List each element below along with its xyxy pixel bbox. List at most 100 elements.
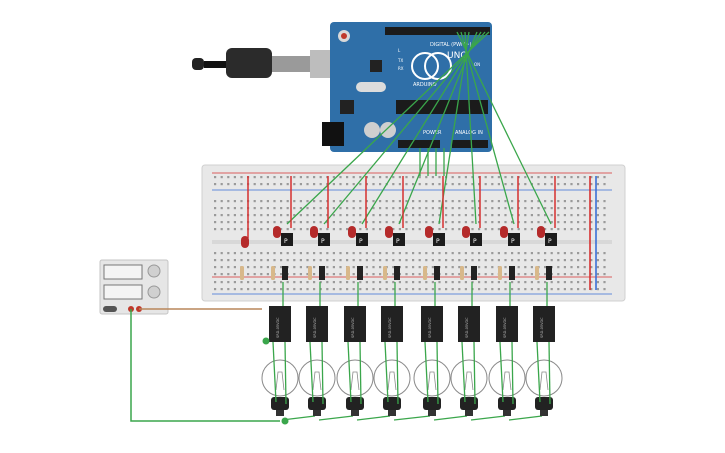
breadboard-hole <box>557 273 560 276</box>
breadboard-hole <box>431 200 434 203</box>
breadboard-hole <box>233 183 236 186</box>
breadboard-hole <box>319 252 322 255</box>
breadboard-hole <box>491 266 494 269</box>
breadboard-hole <box>266 273 269 276</box>
light-bulb-glass <box>488 359 526 397</box>
breadboard-hole <box>445 214 448 217</box>
breadboard-hole <box>583 259 586 262</box>
breadboard-hole <box>293 281 296 284</box>
breadboard-hole <box>359 176 362 179</box>
breadboard-hole <box>332 207 335 210</box>
arduino-uno-board[interactable]: DIGITAL (PWM~) UNO ARDUINO L TX RX ON PO… <box>322 22 492 152</box>
diode <box>357 266 363 280</box>
breadboard-hole <box>266 252 269 255</box>
breadboard-hole <box>332 200 335 203</box>
breadboard-hole <box>511 259 514 262</box>
arduino-signal-wire <box>438 31 470 225</box>
power-supply[interactable] <box>99 259 169 315</box>
breadboard-hole <box>418 259 421 262</box>
breadboard-hole <box>451 273 454 276</box>
breadboard-hole <box>603 288 606 291</box>
relay-label: SRD-05VDC <box>351 317 355 338</box>
light-bulb-glass <box>261 359 299 397</box>
breadboard-hole <box>346 176 349 179</box>
breadboard-hole <box>425 288 428 291</box>
transistor <box>393 233 405 246</box>
bulb-common-wire <box>508 415 543 421</box>
breadboard-hole <box>227 266 230 269</box>
led-indicator <box>537 226 545 238</box>
breadboard-hole <box>286 281 289 284</box>
breadboard-hole <box>339 200 342 203</box>
breadboard-hole <box>563 273 566 276</box>
breadboard-hole <box>464 183 467 186</box>
breadboard-hole <box>537 207 540 210</box>
breadboard-hole <box>214 176 217 179</box>
breadboard-hole <box>332 252 335 255</box>
power-supply-knob-bottom[interactable] <box>147 285 161 299</box>
breadboard-hole <box>458 266 461 269</box>
breadboard-hole <box>418 252 421 255</box>
breadboard-hole <box>484 221 487 224</box>
breadboard-hole <box>299 288 302 291</box>
breadboard-hole <box>306 252 309 255</box>
breadboard-hole <box>497 176 500 179</box>
breadboard-hole <box>326 288 329 291</box>
relay-channels: PSRD-05VDCPSRD-05VDCPSRD-05VDCPSRD-05VDC… <box>261 176 563 425</box>
arduino-signal-wire <box>323 31 486 225</box>
breadboard-hole <box>418 176 421 179</box>
breadboard-hole <box>438 288 441 291</box>
resistor <box>498 266 502 280</box>
breadboard-hole <box>392 200 395 203</box>
breadboard-hole <box>346 288 349 291</box>
breadboard-hole <box>425 207 428 210</box>
breadboard-hole <box>220 288 223 291</box>
breadboard-hole <box>451 176 454 179</box>
breadboard-hole <box>478 214 481 217</box>
breadboard-hole <box>577 221 580 224</box>
l-led-label: L <box>398 48 401 53</box>
breadboard-hole <box>227 183 230 186</box>
light-bulb-filament <box>275 371 285 391</box>
usb-cable[interactable] <box>192 48 330 78</box>
relay-to-bulb-wire <box>309 341 314 403</box>
breadboard-hole <box>550 214 553 217</box>
arduino-logo-left <box>411 52 439 80</box>
breadboard-hole <box>412 228 415 231</box>
breadboard-hole <box>458 200 461 203</box>
breadboard-hole <box>379 266 382 269</box>
relay-label: SRD-05VDC <box>503 317 507 338</box>
breadboard-hole <box>214 273 217 276</box>
breadboard-hole <box>385 200 388 203</box>
breadboard-hole <box>464 214 467 217</box>
breadboard-hole <box>412 273 415 276</box>
breadboard-hole <box>524 273 527 276</box>
breadboard[interactable] <box>201 164 626 302</box>
breadboard-hole <box>471 183 474 186</box>
breadboard-hole <box>227 273 230 276</box>
breadboard-hole <box>398 281 401 284</box>
breadboard-hole <box>313 259 316 262</box>
power-supply-switch[interactable] <box>103 306 117 312</box>
breadboard-hole <box>557 176 560 179</box>
breadboard-hole <box>293 214 296 217</box>
breadboard-hole <box>253 259 256 262</box>
power-supply-knob-top[interactable] <box>147 264 161 278</box>
resistor <box>460 266 464 280</box>
breadboard-hole <box>524 252 527 255</box>
breadboard-hole <box>438 228 441 231</box>
breadboard-hole <box>577 266 580 269</box>
transistor <box>545 233 557 246</box>
breadboard-hole <box>451 288 454 291</box>
transistor-label: P <box>436 238 440 245</box>
breadboard-center-channel <box>212 240 612 244</box>
breadboard-hole <box>425 183 428 186</box>
transistor <box>470 233 482 246</box>
breadboard-hole <box>504 221 507 224</box>
analog-label: ANALOG IN <box>455 130 483 136</box>
breadboard-hole <box>379 207 382 210</box>
breadboard-hole <box>412 259 415 262</box>
breadboard-hole <box>557 288 560 291</box>
